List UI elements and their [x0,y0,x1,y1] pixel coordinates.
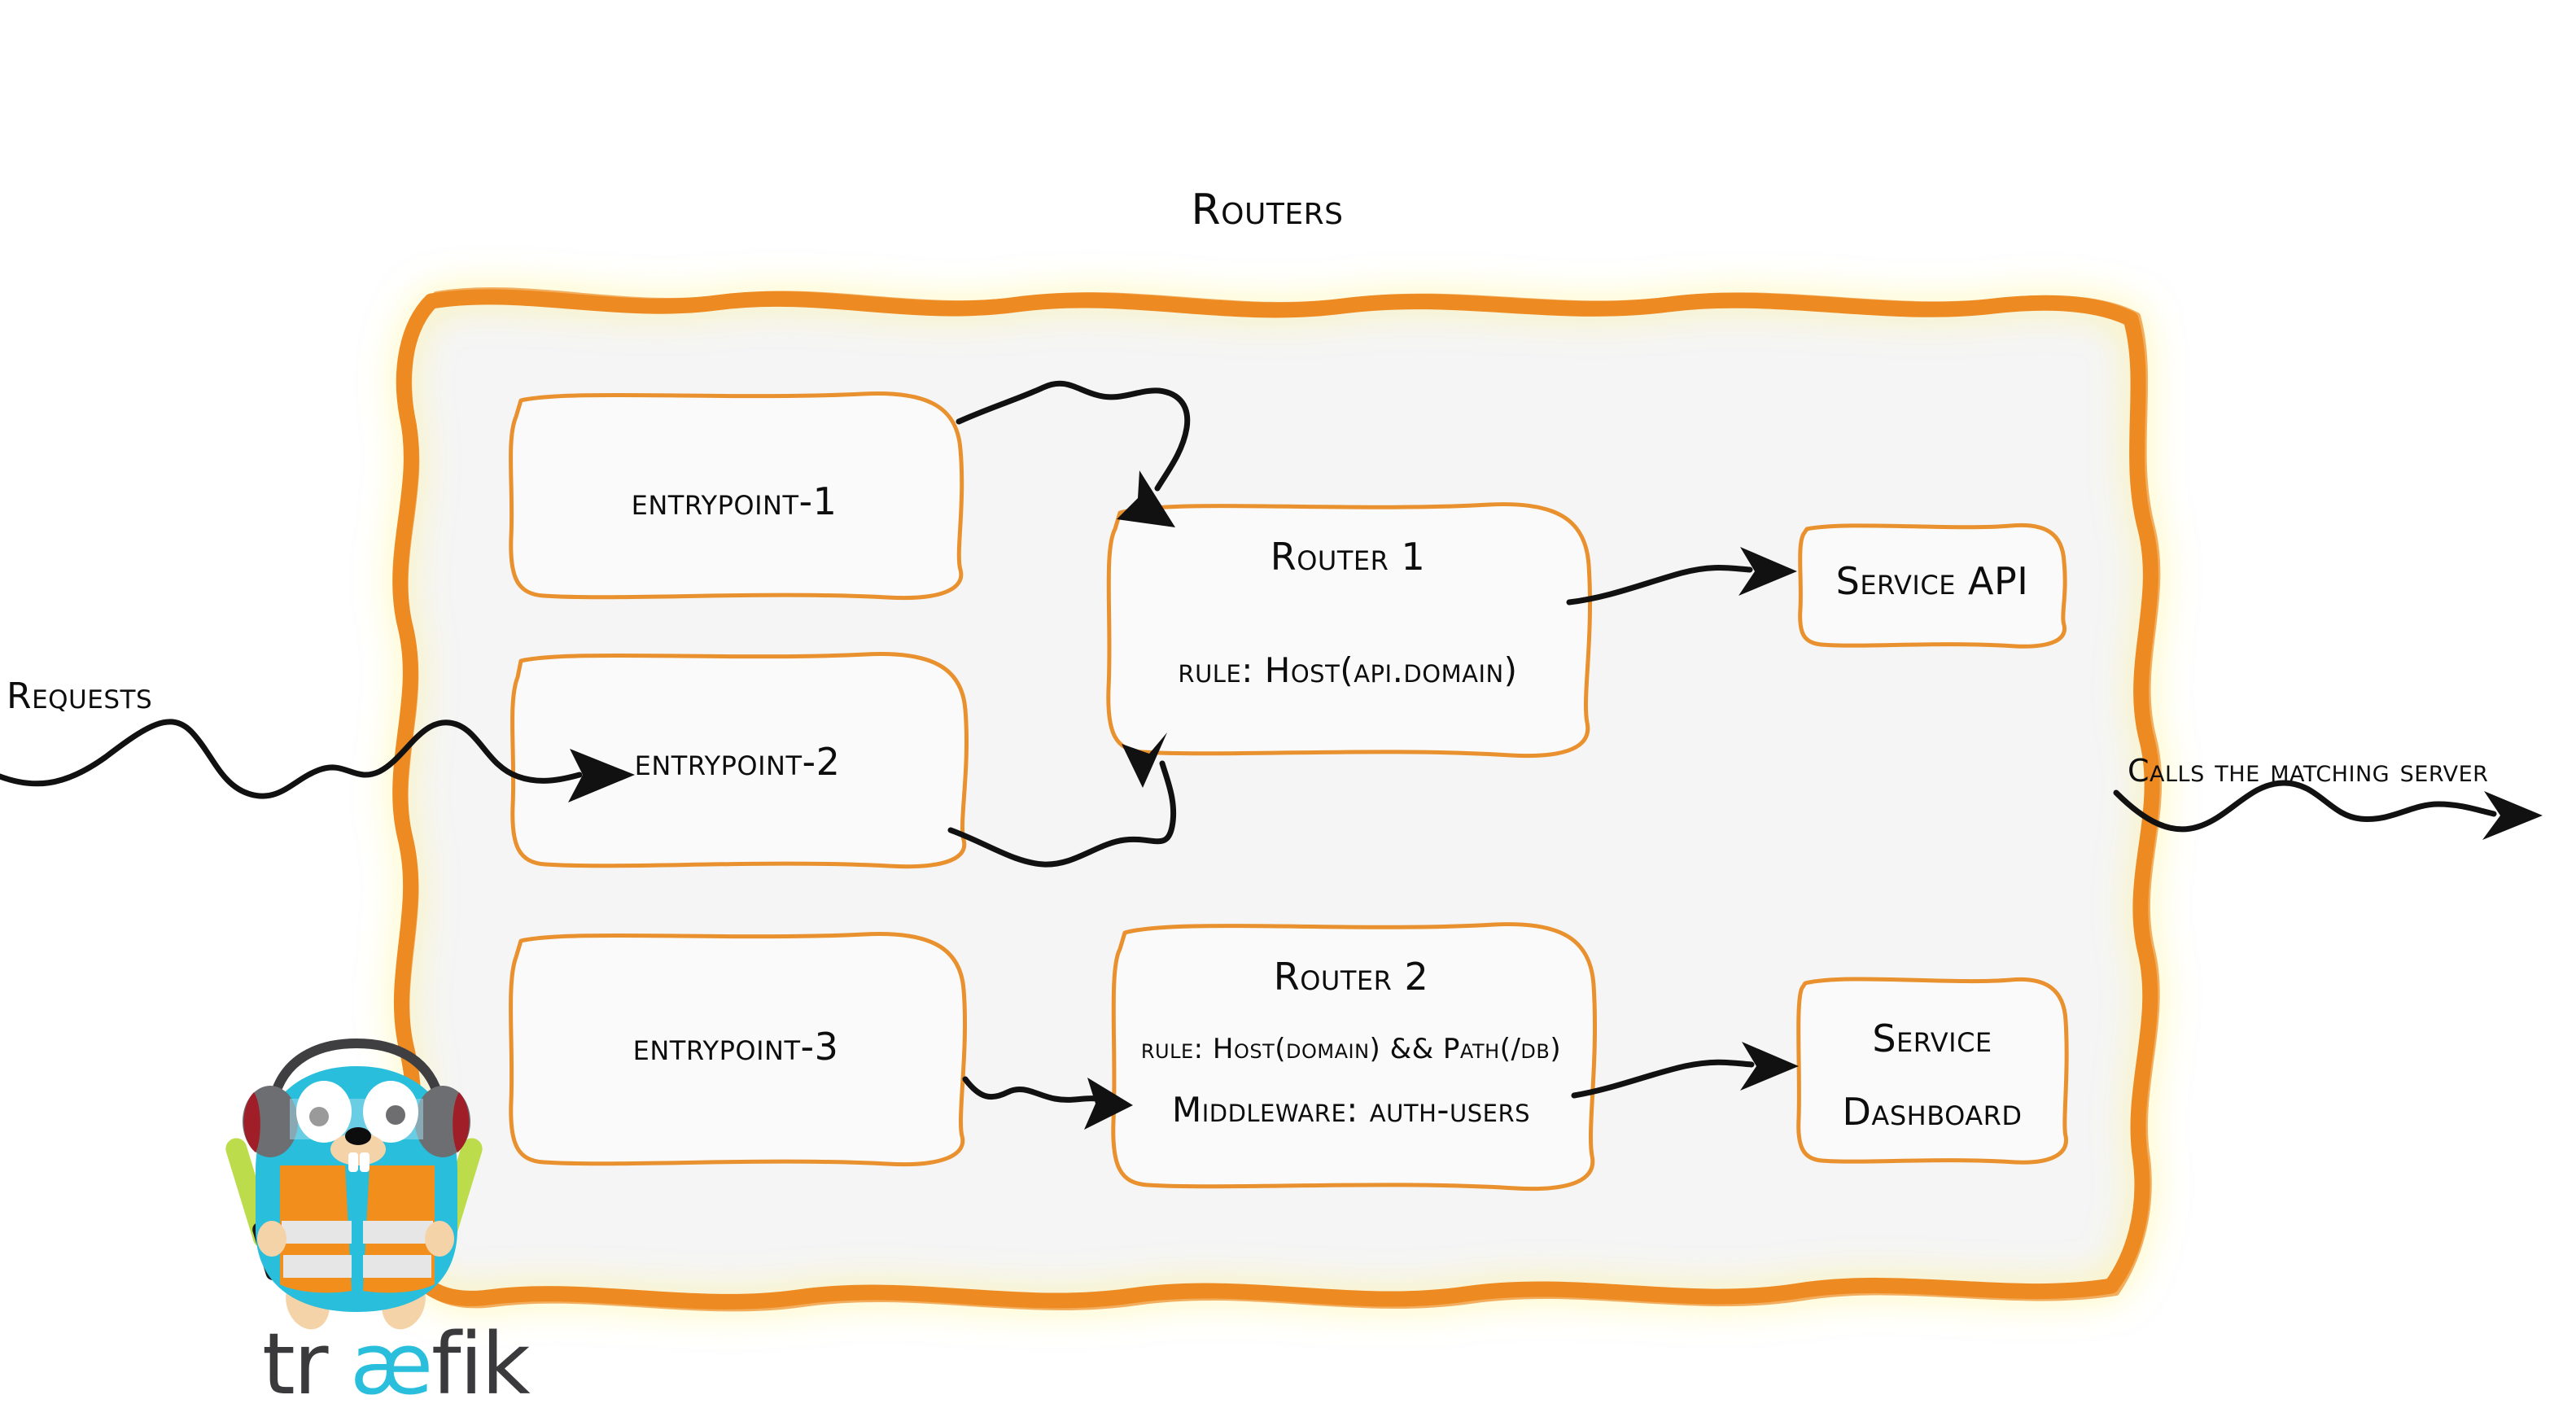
arrowhead-requests [568,749,635,802]
gopher-hand-right [425,1221,454,1257]
gopher-tooth-left [348,1152,358,1172]
arrowhead-router1-to-serviceapi [1738,547,1797,596]
wordmark-ae: æ [350,1314,431,1408]
wordmark-fik: fik [431,1314,531,1408]
arrow-ep2-to-router1 [947,760,1177,868]
gopher-hand-left [257,1221,286,1257]
router-box-1-shape [1106,502,1593,759]
arrow-router2-to-servicedashboard [1571,1059,1755,1099]
entrypoint-box-3[interactable]: entrypoint-3 [509,932,967,1167]
gopher-snout [330,1133,386,1165]
service-box-dashboard-label-2: Dashboard [1843,1090,2023,1134]
headphone-pad-left [243,1092,260,1152]
wordmark-tr: tr [262,1314,329,1408]
arrow-ep3-to-router2 [962,1076,1100,1103]
arrowhead-ep1-to-router1 [1117,470,1175,527]
headphone-pad-right [453,1092,470,1152]
arrow-calls-matching-server [2113,780,2497,833]
arrowhead-calls-matching-server [2482,791,2543,840]
arrow-requests [0,719,583,799]
gopher-tooth-right [360,1152,370,1172]
router-box-2-rule: rule: Host(domain) && Path(/db) [1141,1033,1561,1065]
router-box-1[interactable]: Router 1 rule: Host(api.domain) [1106,502,1593,759]
arrow-ep1-to-router1 [956,380,1191,492]
entrypoint-box-1-label: entrypoint-1 [632,479,838,523]
entrypoint-box-3-label: entrypoint-3 [633,1025,839,1069]
service-box-api[interactable]: Service API [1798,523,2067,649]
arrowhead-ep3-to-router2 [1084,1078,1133,1130]
gopher-mascot [225,1038,483,1330]
entrypoint-box-2[interactable]: entrypoint-2 [510,652,969,869]
arrowhead-ep2-to-router1 [1122,732,1167,788]
entrypoint-box-2-shape [510,652,969,869]
gopher-nose [345,1127,371,1145]
vest-stripe-upper [282,1221,352,1244]
service-box-dashboard[interactable]: Service Dashboard [1796,977,2069,1165]
arrow-router1-to-serviceapi [1566,565,1753,606]
router-box-1-title: Router 1 [1271,535,1425,579]
router-box-1-rule: rule: Host(api.domain) [1178,650,1517,690]
entrypoint-box-3-shape [509,932,967,1167]
service-box-api-label: Service API [1836,559,2029,603]
gopher-pupil-right [386,1105,405,1125]
router-box-2-title: Router 2 [1274,955,1428,999]
vest-stripe-lower-right [363,1255,431,1278]
calls-matching-server-label: Calls the matching server [2128,753,2488,789]
gopher-pupil-left [309,1107,329,1126]
router-box-2-shape [1111,922,1598,1192]
page-title: Routers [1192,186,1344,234]
headphone-band [269,1038,444,1105]
entrypoint-box-1[interactable]: entrypoint-1 [509,391,964,601]
service-box-dashboard-label-1: Service [1872,1017,1992,1060]
vest-stripe-lower [283,1255,352,1278]
traefik-wordmark: tr æ fik [262,1314,532,1408]
entrypoint-box-1-shape [509,391,964,601]
router-box-2-middleware: Middleware: auth-users [1172,1090,1530,1130]
entrypoint-box-2-label: entrypoint-2 [635,740,841,784]
service-box-api-shape [1798,523,2067,649]
vest-stripe-upper-right [363,1221,433,1244]
router-box-2[interactable]: Router 2 rule: Host(domain) && Path(/db)… [1111,922,1598,1192]
requests-label: Requests [7,676,152,717]
arrowhead-router2-to-servicedashboard [1740,1042,1799,1091]
service-box-dashboard-shape [1796,977,2069,1165]
